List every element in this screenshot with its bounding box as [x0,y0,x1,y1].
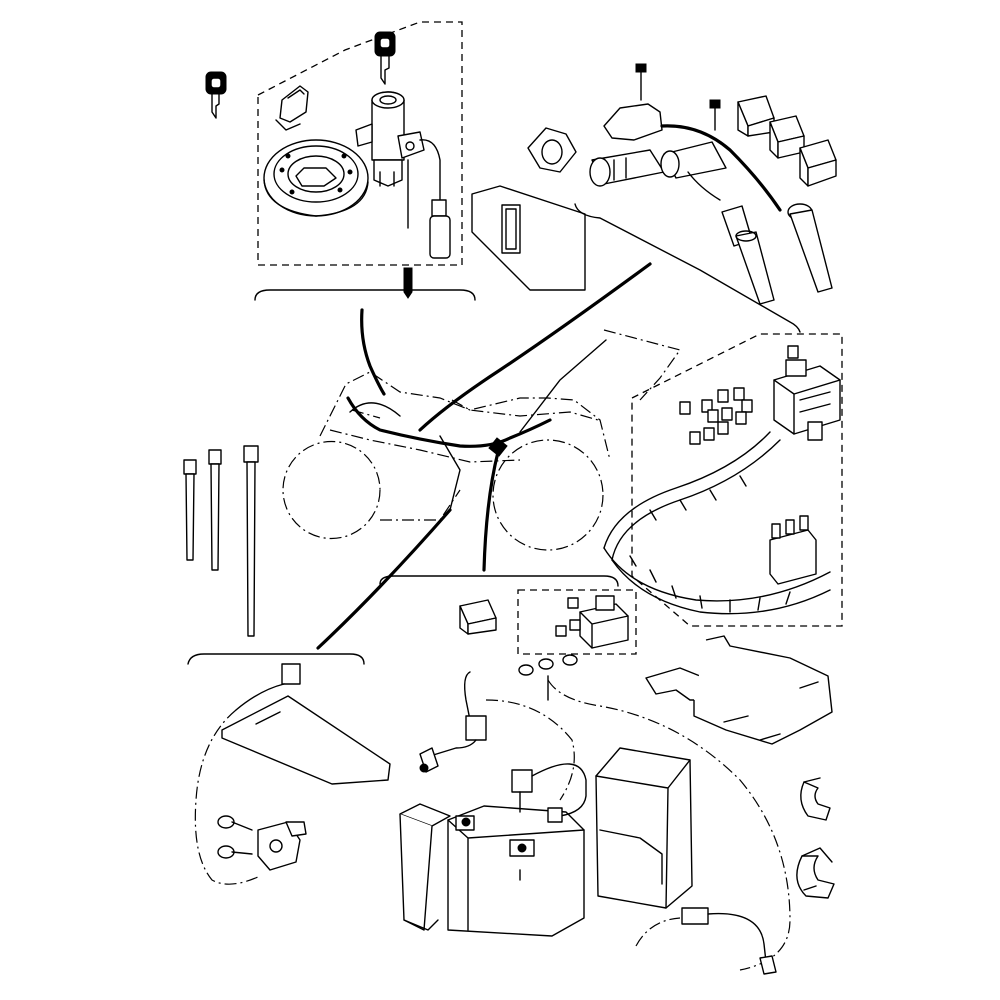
starter-relay-group-bracket [379,575,619,587]
plate-icon [645,635,833,745]
wire-harness-icon [603,431,831,615]
coil-group-bracket [574,203,801,333]
battery-icon [447,805,585,937]
ignition-group [205,21,476,301]
relay-icon [799,139,837,187]
battery-band-icon [399,803,451,931]
starter-relay-group [379,575,637,676]
relay-icon [459,599,497,635]
starter-relay-icon [579,595,629,649]
battery-cover-icon [595,747,693,909]
spark-plug-cap-icon [787,203,833,293]
spark-plug-cap-icon [721,205,775,305]
bolt-icon [709,99,721,131]
key-icon [374,31,396,85]
fuse-icon [567,597,579,609]
bolt-icon [518,654,578,676]
sensor-group-bracket [187,653,365,665]
lock-insert-icon [275,85,309,131]
ignition-group-bracket [254,289,476,301]
fuel-cap-icon [263,139,369,217]
cable-tie-icon [243,445,259,637]
ignition-coil-group [527,63,837,333]
ignition-coil-icon [589,149,665,187]
fuse-group-dashed-border [631,333,843,627]
relay-icon [737,95,775,137]
fuse-group [603,333,843,627]
connector-block-icon [769,515,817,585]
ignition-switch-icon [355,91,451,299]
battery-group [399,671,791,975]
sensor-icon [217,815,307,871]
label-icon [471,185,586,291]
battery-cable-icon [635,907,777,975]
plate-icon [221,695,391,785]
cable-tie-icon [208,449,222,571]
cable-tie-icon [183,459,197,561]
wire-harness-icon [346,396,552,448]
starter-relay-dashed-border [517,589,637,655]
ignition-group-dashed-border [257,21,463,266]
motorcycle-icon [282,262,681,650]
ignition-coil-icon [527,127,577,173]
bolt-icon [635,63,647,101]
battery-cable-icon [511,763,587,823]
sensor-group [187,653,391,885]
connector-icon [465,715,487,741]
fuse-icon [679,345,799,445]
key-icon [205,71,227,119]
clamp-icon [800,777,831,821]
fuse-box-icon [773,359,841,441]
fuse-icon [555,625,567,637]
fuse-icon [569,619,581,631]
clamp-icon [796,847,835,899]
relay-icon [769,115,805,159]
ignition-coil-icon [660,141,727,179]
